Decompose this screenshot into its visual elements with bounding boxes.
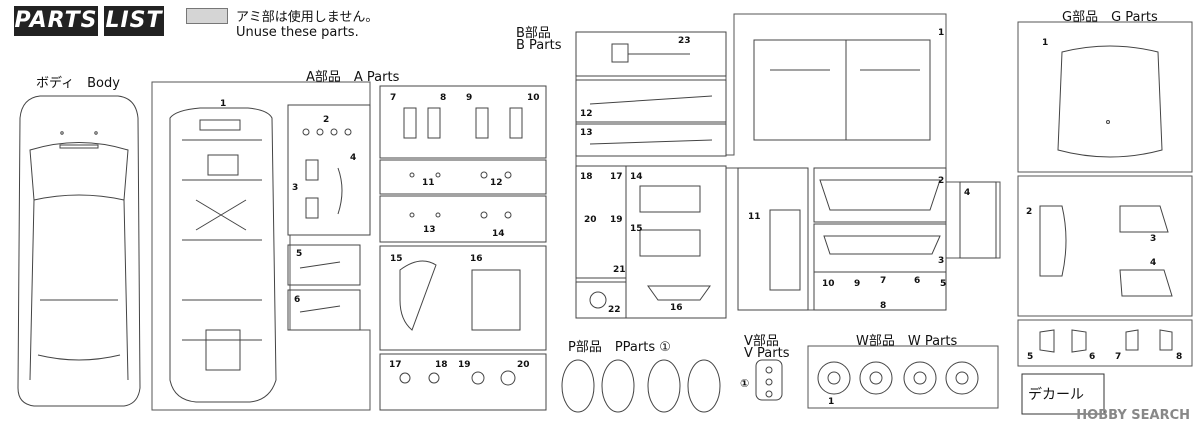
- b-num-22: 22: [608, 305, 621, 315]
- a-num-3: 3: [292, 183, 299, 193]
- body-drawing: [17, 95, 141, 407]
- b-num-6: 6: [914, 276, 921, 286]
- a-num-2: 2: [323, 115, 330, 125]
- decal-label: デカール: [1028, 387, 1084, 403]
- b-num-4: 4: [964, 188, 971, 198]
- b-num-5: 5: [940, 279, 947, 289]
- a-num-7: 7: [390, 93, 397, 103]
- g-num-2: 2: [1026, 207, 1033, 217]
- a-num-14: 14: [492, 229, 505, 239]
- b-num-14: 14: [630, 172, 643, 182]
- body-label: ボディ Body: [36, 76, 120, 91]
- a-num-19: 19: [458, 360, 471, 370]
- b-num-3: 3: [938, 256, 945, 266]
- a-parts-label: A部品 A Parts: [306, 70, 400, 85]
- note-jp: アミ部は使用しません。: [236, 10, 379, 25]
- v-parts-label-en: V Parts: [744, 346, 790, 361]
- title-parts: PARTS: [14, 6, 98, 36]
- b-num-23: 23: [678, 36, 691, 46]
- a-num-10: 10: [527, 93, 540, 103]
- v-parts-label-jp: V部品: [744, 334, 779, 349]
- a-num-17: 17: [389, 360, 402, 370]
- g-num-4: 4: [1150, 258, 1157, 268]
- b-num-9: 9: [854, 279, 861, 289]
- a-num-9: 9: [466, 93, 473, 103]
- b-num-7: 7: [880, 276, 887, 286]
- parts-list-title: PARTS LIST: [14, 6, 164, 36]
- g-parts-label: G部品 G Parts: [1062, 10, 1158, 25]
- g-num-5: 5: [1027, 352, 1034, 362]
- watermark: HOBBY SEARCH: [1076, 408, 1190, 423]
- v-num-1: ①: [740, 377, 750, 390]
- g-num-7: 7: [1115, 352, 1122, 362]
- b-num-15: 15: [630, 224, 643, 234]
- w-num-1: 1: [828, 397, 835, 407]
- w-parts-label: W部品 W Parts: [856, 334, 958, 349]
- a-num-13: 13: [423, 225, 436, 235]
- g-num-1: 1: [1042, 38, 1049, 48]
- b-num-20: 20: [584, 215, 597, 225]
- b-num-19: 19: [610, 215, 623, 225]
- b-parts-label-en: B Parts: [516, 38, 562, 53]
- b-num-18: 18: [580, 172, 593, 182]
- g-num-3: 3: [1150, 234, 1157, 244]
- b-num-17: 17: [610, 172, 623, 182]
- a-num-15: 15: [390, 254, 403, 264]
- a-num-20: 20: [517, 360, 530, 370]
- b-num-21: 21: [613, 265, 626, 275]
- a-num-6: 6: [294, 295, 301, 305]
- b-num-12: 12: [580, 109, 593, 119]
- note-en: Unuse these parts.: [236, 25, 359, 40]
- b-num-2: 2: [938, 176, 945, 186]
- b-num-1: 1: [938, 28, 945, 38]
- unused-swatch: [186, 8, 228, 24]
- a-num-16: 16: [470, 254, 483, 264]
- a-num-12: 12: [490, 178, 503, 188]
- p-parts-label: P部品 PParts ①: [568, 340, 671, 355]
- b-num-10: 10: [822, 279, 835, 289]
- a-num-11: 11: [422, 178, 435, 188]
- g-num-6: 6: [1089, 352, 1096, 362]
- b-num-13: 13: [580, 128, 593, 138]
- b-num-16: 16: [670, 303, 683, 313]
- b-num-11: 11: [748, 212, 761, 222]
- a-num-4: 4: [350, 153, 357, 163]
- a-num-1: 1: [220, 99, 227, 109]
- b-parts-label-jp: B部品: [516, 26, 551, 41]
- a-num-5: 5: [296, 249, 303, 259]
- g-num-8: 8: [1176, 352, 1183, 362]
- b-num-8: 8: [880, 301, 887, 311]
- title-list: LIST: [104, 6, 164, 36]
- a-num-18: 18: [435, 360, 448, 370]
- a-num-8: 8: [440, 93, 447, 103]
